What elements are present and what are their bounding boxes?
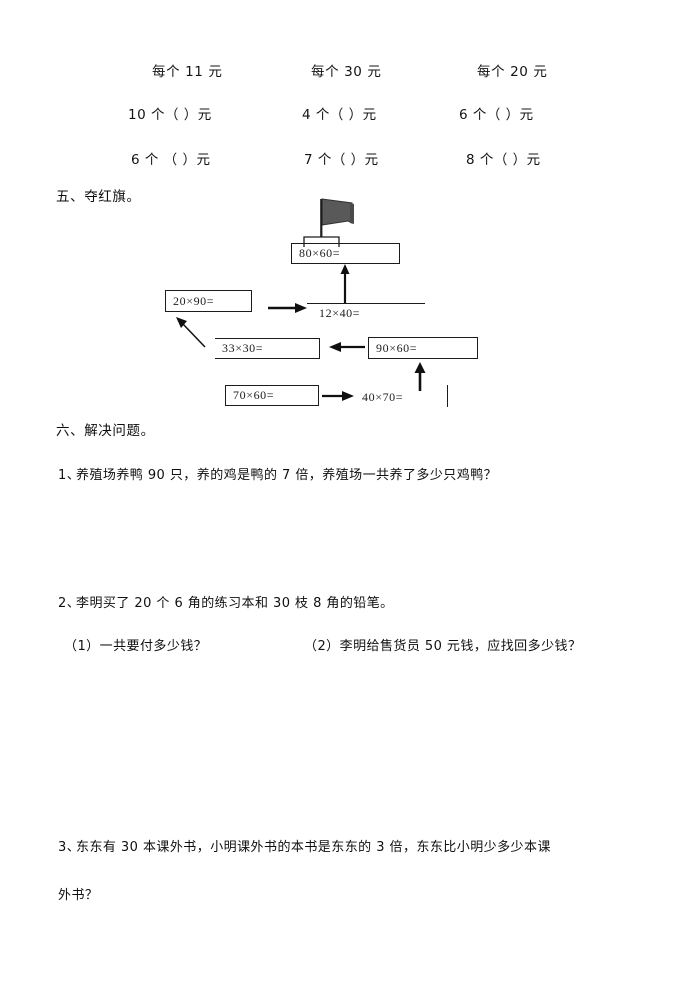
expr-box-low1[interactable]: 70×60=: [225, 385, 319, 406]
arrow-low2-to-right1: [414, 362, 426, 391]
quantity-blank-g1-r1[interactable]: 10 个（ ）元: [128, 107, 212, 123]
arrow-left1-to-mid1: [268, 303, 307, 313]
arrow-low1-to-low2: [322, 391, 354, 401]
price-header-group-3: 每个 20 元: [477, 64, 548, 80]
expr-box-right1[interactable]: 90×60=: [368, 337, 478, 359]
price-header-group-2: 每个 30 元: [311, 64, 382, 80]
expr-box-mid2[interactable]: 33×30=: [215, 338, 320, 359]
problem-3-text-line-1: 东东有 30 本课外书，小明课外书的本书是东东的 3 倍，东东比小明少多少本课: [76, 840, 551, 855]
expr-box-low2[interactable]: 40×70=: [362, 389, 404, 404]
quantity-blank-g2-r2[interactable]: 7 个（ ）元: [304, 152, 379, 168]
problem-2-sub-2: （2）李明给售货员 50 元钱，应找回多少钱？: [304, 639, 582, 654]
expr-box-top[interactable]: 80×60=: [291, 243, 400, 264]
problem-2-sub-1: （1）一共要付多少钱？: [64, 639, 208, 654]
quantity-blank-g3-r1[interactable]: 6 个（ ）元: [459, 107, 534, 123]
section-six-heading: 六、解决问题。: [56, 423, 155, 439]
expr-box-mid1[interactable]: 12×40=: [307, 303, 425, 323]
problem-2-text: 李明买了 20 个 6 角的练习本和 30 枝 8 角的铅笔。: [76, 596, 394, 611]
arrow-right1-to-mid2: [329, 342, 365, 352]
problem-2-number: 2、: [58, 596, 81, 611]
arrow-mid2-to-left1: [176, 317, 206, 348]
problem-3-text-line-2: 外书？: [58, 888, 99, 903]
problem-3-number: 3、: [58, 840, 81, 855]
quantity-blank-g2-r1[interactable]: 4 个（ ）元: [302, 107, 377, 123]
problem-1-text: 养殖场养鸭 90 只，养的鸡是鸭的 7 倍，养殖场一共养了多少只鸡鸭？: [76, 468, 498, 483]
quantity-blank-g3-r2[interactable]: 8 个（ ）元: [466, 152, 541, 168]
section-five-heading: 五、夺红旗。: [56, 189, 141, 205]
expr-box-left1[interactable]: 20×90=: [165, 290, 252, 312]
problem-1-number: 1、: [58, 468, 81, 483]
red-flag-icon: [290, 195, 380, 250]
arrow-mid1-to-top: [340, 264, 350, 303]
expr-box-low2-right-edge: [447, 385, 448, 407]
flag-race-diagram: 80×60= 12×40= 20×90= 33×30= 90×60=: [140, 195, 480, 420]
price-header-group-1: 每个 11 元: [152, 64, 223, 80]
quantity-blank-g1-r2[interactable]: 6 个 （ ）元: [131, 152, 211, 168]
